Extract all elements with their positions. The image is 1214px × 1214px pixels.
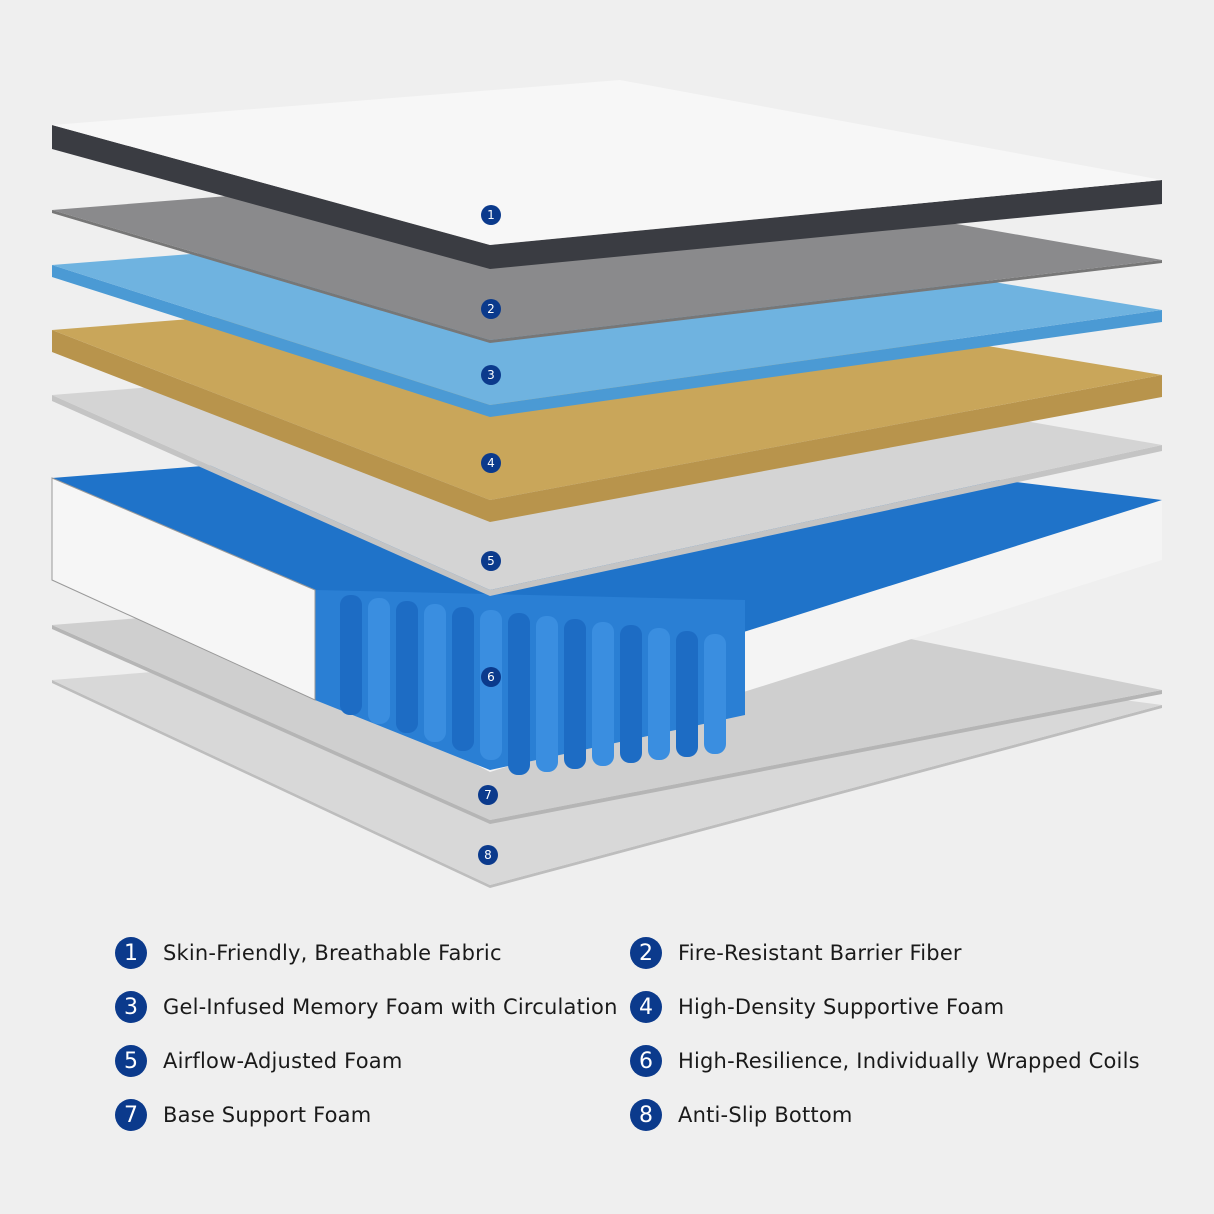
coil (452, 607, 474, 751)
badge-6: 6 (630, 1045, 662, 1077)
legend-item-6: 6 High-Resilience, Individually Wrapped C… (630, 1045, 1150, 1077)
fabric-top-front-side (52, 125, 490, 269)
badge-1: 1 (115, 937, 147, 969)
legend-item-7: 7 Base Support Foam (115, 1099, 630, 1131)
layer-badge-5 (481, 551, 501, 571)
legend-item-1: 1 Skin-Friendly, Breathable Fabric (115, 937, 630, 969)
gel-memory-foam-front-side (52, 265, 490, 417)
coil (648, 628, 670, 760)
legend-label: Fire-Resistant Barrier Fiber (678, 941, 962, 965)
legend-label: Base Support Foam (163, 1103, 372, 1127)
layer-badge-number: 2 (487, 302, 495, 316)
layer-badge-number: 8 (484, 848, 492, 862)
legend-label: High-Density Supportive Foam (678, 995, 1005, 1019)
legend-item-4: 4 High-Density Supportive Foam (630, 991, 1150, 1023)
layer-legend: 1 Skin-Friendly, Breathable Fabric 2 Fire-… (115, 937, 1165, 1131)
layer-badge-number: 6 (487, 670, 495, 684)
gel-memory-foam-right-side (490, 310, 1162, 417)
layer-badge-8 (478, 845, 498, 865)
layer-badge-6 (481, 667, 501, 687)
anti-slip-bottom-right-side (490, 705, 1162, 888)
badge-2: 2 (630, 937, 662, 969)
anti-slip-bottom-front-side (52, 680, 490, 888)
barrier-fiber-right-side (490, 260, 1162, 343)
badge-3: 3 (115, 991, 147, 1023)
legend-label: Anti-Slip Bottom (678, 1103, 853, 1127)
coil (536, 616, 558, 772)
legend-item-2: 2 Fire-Resistant Barrier Fiber (630, 937, 1150, 969)
coil (396, 601, 418, 733)
side-panel-left (51, 477, 316, 701)
barrier-fiber-front-side (52, 210, 490, 343)
layer-badge-number: 5 (487, 554, 495, 568)
support-foam-right-side (490, 375, 1162, 522)
layer-badge-1 (481, 205, 501, 225)
layer-badge-number: 1 (487, 208, 495, 222)
airflow-foam-right-side (490, 445, 1162, 596)
layer-badge-3 (481, 365, 501, 385)
legend-label: Gel-Infused Memory Foam with Circulation (163, 995, 618, 1019)
badge-5: 5 (115, 1045, 147, 1077)
coil (368, 598, 390, 724)
mattress-illustration: 1 2 3 4 5 6 7 8 (51, 80, 1162, 888)
fabric-top-right-side (490, 180, 1162, 269)
layer-badge-number: 3 (487, 368, 495, 382)
coil (592, 622, 614, 766)
layer-badge-number: 4 (487, 456, 495, 470)
coil (508, 613, 530, 775)
base-support-foam-right-side (490, 690, 1162, 824)
layer-badge-7 (478, 785, 498, 805)
coil (340, 595, 362, 715)
layer-badge-number: 7 (484, 788, 492, 802)
coil (620, 625, 642, 763)
support-foam-front-side (52, 330, 490, 522)
base-support-foam-front-side (52, 625, 490, 824)
airflow-foam-front-side (52, 395, 490, 596)
coil (704, 634, 726, 754)
badge-8: 8 (630, 1099, 662, 1131)
legend-item-3: 3 Gel-Infused Memory Foam with Circulatio… (115, 991, 630, 1023)
legend-label: High-Resilience, Individually Wrapped Co… (678, 1049, 1140, 1073)
badge-4: 4 (630, 991, 662, 1023)
legend-label: Airflow-Adjusted Foam (163, 1049, 403, 1073)
coil (424, 604, 446, 742)
badge-7: 7 (115, 1099, 147, 1131)
layer-badge-2 (481, 299, 501, 319)
coil (676, 631, 698, 757)
layer-badge-4 (481, 453, 501, 473)
fabric-top-top (52, 80, 1162, 245)
legend-label: Skin-Friendly, Breathable Fabric (163, 941, 502, 965)
legend-item-8: 8 Anti-Slip Bottom (630, 1099, 1150, 1131)
legend-item-5: 5 Airflow-Adjusted Foam (115, 1045, 630, 1077)
coil (564, 619, 586, 769)
